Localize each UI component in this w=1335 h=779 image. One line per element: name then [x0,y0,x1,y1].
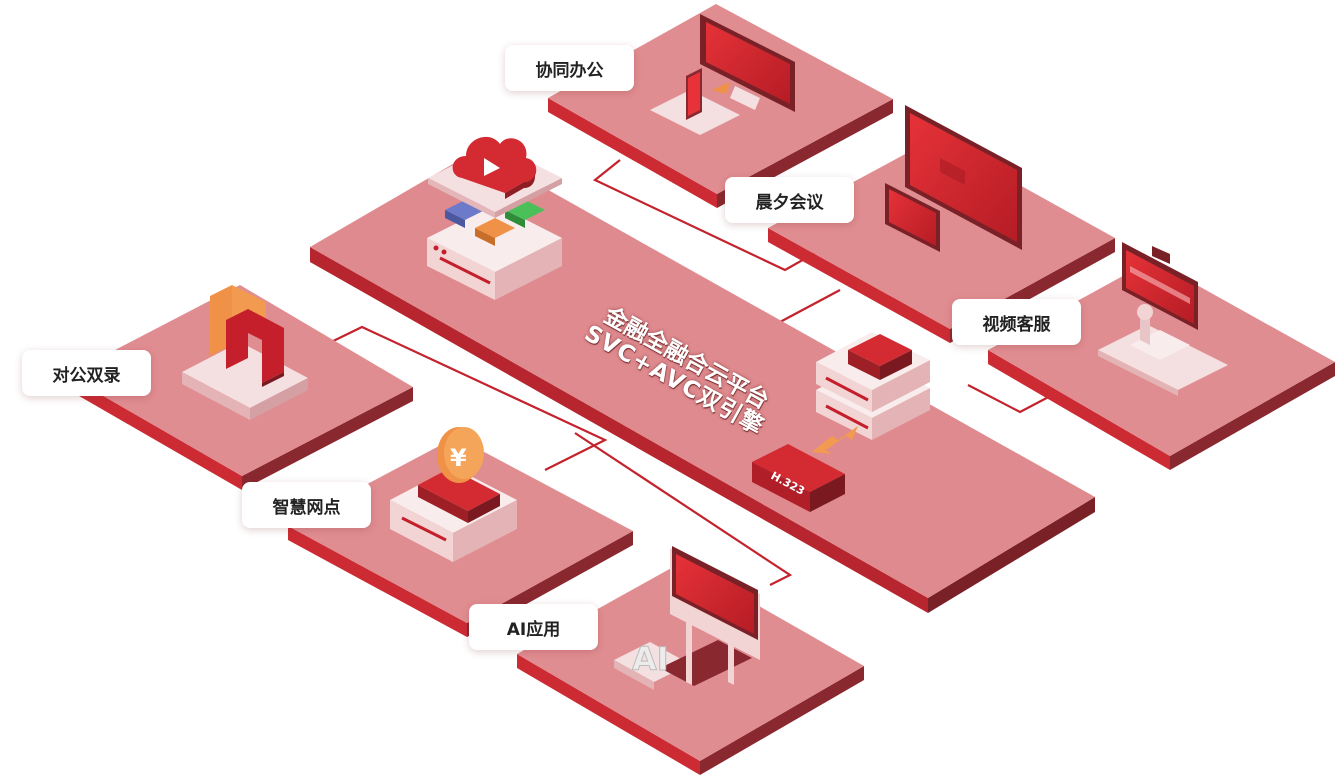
dual-record-icon [182,285,308,420]
label-collab: 协同办公 [505,45,634,91]
yuan-coin-icon [390,427,517,562]
label-dual-record: 对公双录 [22,350,151,396]
ai-symbol: AI [632,640,669,678]
cloud-server-icon [427,136,562,300]
label-ai-app: AI应用 [469,604,598,650]
label-smart-branch: 智慧网点 [242,482,371,528]
video-terminal-icon [1098,242,1228,396]
yuan-symbol: ¥ [450,444,467,472]
server-stack-icon [812,332,930,454]
monitor-phone-icon [650,14,795,135]
ai-display-icon [614,546,760,690]
label-meeting: 晨夕会议 [725,177,854,223]
label-video-service: 视频客服 [952,299,1081,345]
dual-screen-icon [885,105,1022,252]
h323-gateway-icon [752,444,845,512]
